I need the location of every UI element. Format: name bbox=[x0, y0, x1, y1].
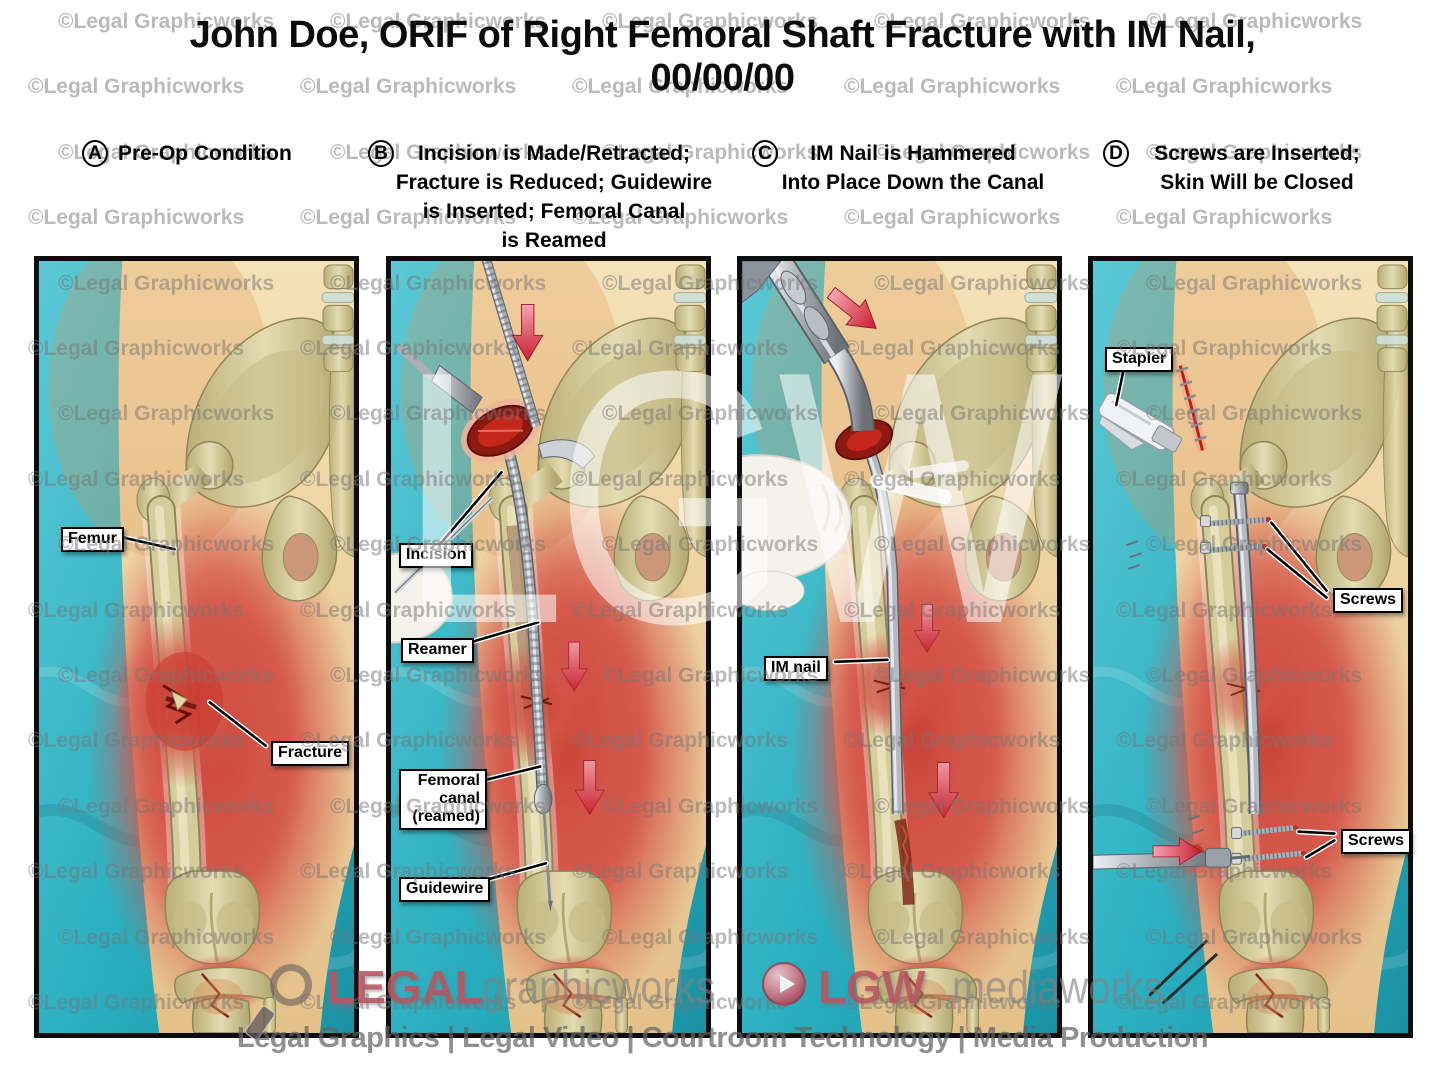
panel-c-letter: C bbox=[752, 140, 778, 167]
label-screws-lower: Screws bbox=[1341, 829, 1412, 854]
label-screws-upper: Screws bbox=[1333, 588, 1404, 613]
stapled-incision bbox=[1175, 364, 1208, 452]
label-im-nail: IM nail bbox=[764, 656, 828, 681]
label-stapler: Stapler bbox=[1105, 347, 1174, 372]
header: John Doe, ORIF of Right Femoral Shaft Fr… bbox=[0, 14, 1445, 100]
label-femoral-canal: Femoral canal (reamed) bbox=[399, 769, 487, 830]
panel-b-caption: Incision is Made/Retracted; Fracture is … bbox=[395, 142, 713, 252]
panel-b-letter: B bbox=[368, 140, 394, 167]
panel-c-illustration bbox=[742, 261, 1057, 1033]
retractors bbox=[396, 343, 596, 469]
label-guidewire: Guidewire bbox=[399, 877, 491, 902]
panel-b-reaming: Incision Reamer Femoral canal (reamed) G… bbox=[386, 256, 711, 1038]
label-femur: Femur bbox=[61, 527, 124, 552]
entry-wound bbox=[835, 419, 894, 461]
reamer-shaft bbox=[481, 261, 542, 429]
insertion-jig bbox=[742, 261, 875, 432]
panel-b-illustration bbox=[391, 261, 706, 1033]
panel-a-letter: A bbox=[82, 140, 108, 167]
stitch-marks-upper bbox=[1125, 540, 1142, 570]
label-reamer: Reamer bbox=[401, 638, 474, 663]
marrow-canal bbox=[894, 818, 915, 905]
surgeon-glove bbox=[742, 454, 852, 611]
fracture-site bbox=[114, 614, 255, 789]
stapler-tool bbox=[1098, 392, 1183, 453]
page-title: John Doe, ORIF of Right Femoral Shaft Fr… bbox=[189, 14, 1256, 56]
panel-c-nail-insertion: IM nail bbox=[737, 256, 1062, 1038]
panel-c-caption: IM Nail is Hammered Into Place Down the … bbox=[781, 142, 1045, 194]
guidewire-wire bbox=[542, 811, 553, 912]
panel-a-caption: Pre-Op Condition bbox=[118, 142, 292, 165]
panel-d-screws: Stapler Screws Screws bbox=[1088, 256, 1413, 1038]
panel-d-caption: Screws are Inserted; Skin Will be Closed bbox=[1154, 142, 1360, 194]
page-title-date: 00/00/00 bbox=[650, 56, 795, 99]
panel-captions: A Pre-Op Condition B Incision is Made/Re… bbox=[0, 0, 1445, 260]
panel-d-illustration bbox=[1093, 261, 1408, 1033]
panel-a-preop: Femur Fracture bbox=[34, 256, 359, 1038]
panel-d-letter: D bbox=[1103, 140, 1129, 167]
reamer-in-canal bbox=[500, 441, 553, 815]
label-fracture: Fracture bbox=[271, 741, 350, 766]
panel-a-illustration bbox=[39, 261, 354, 1033]
proximal-screws bbox=[1200, 515, 1271, 554]
label-incision: Incision bbox=[399, 543, 474, 568]
